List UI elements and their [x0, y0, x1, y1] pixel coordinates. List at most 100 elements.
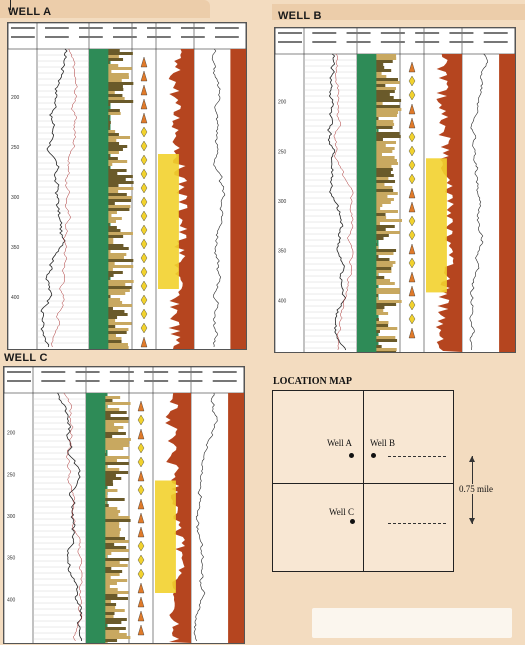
sand-symbol — [408, 117, 416, 129]
lithology-bar — [105, 510, 121, 513]
depth-label: 200 — [11, 95, 20, 101]
lithology-bar — [376, 327, 398, 330]
lithology-bar — [108, 169, 127, 172]
lithology-bar — [376, 117, 379, 120]
sand-symbol — [137, 512, 145, 524]
lithology-bar — [105, 540, 129, 543]
header-text-mark — [75, 371, 100, 373]
diamond-symbol — [137, 456, 145, 468]
diamond-symbol — [137, 568, 145, 580]
lithology-bar — [376, 105, 400, 108]
lithology-bar — [108, 127, 110, 130]
depth-label: 350 — [7, 556, 16, 562]
header-text-mark — [41, 380, 66, 382]
lithology-bar — [108, 103, 111, 106]
diamond-symbol — [408, 229, 416, 241]
header-text-mark — [41, 371, 66, 373]
lithology-bar — [105, 582, 117, 585]
lithology-bar — [376, 267, 392, 270]
sand-symbol — [137, 610, 145, 622]
diamond-symbol — [140, 322, 148, 334]
lithology-bar — [376, 135, 401, 138]
diamond-symbol — [408, 131, 416, 143]
lithology-bar — [105, 444, 130, 447]
lithology-bar — [376, 87, 396, 90]
sand-symbol — [408, 103, 416, 115]
lithology-bar — [376, 324, 389, 327]
lithology-bar — [105, 504, 109, 507]
lithology-bar — [105, 573, 120, 576]
lithology-bar — [108, 340, 122, 343]
lithology-bar — [108, 184, 119, 187]
lithology-bar — [376, 318, 379, 321]
lithology-bar — [105, 591, 129, 594]
lithology-bar — [376, 264, 393, 267]
lithology-bar — [108, 280, 134, 283]
diamond-symbol — [140, 224, 148, 236]
lithology-bar — [376, 219, 402, 222]
lithology-bar — [105, 414, 111, 417]
lithology-bar — [108, 244, 124, 247]
lithology-bar — [105, 501, 107, 504]
depth-label: 400 — [7, 597, 16, 603]
lithology-bar — [105, 513, 119, 516]
header-text-mark — [109, 380, 134, 382]
lithology-bar — [105, 441, 129, 444]
lithology-bar — [108, 61, 110, 64]
paper-scrap — [312, 608, 512, 638]
map-label-well-b: Well B — [370, 438, 396, 448]
lithology-bar — [108, 223, 110, 226]
lithology-bar — [108, 118, 110, 121]
lithology-bar — [376, 90, 395, 93]
lithology-bar — [108, 148, 123, 151]
lithology-bar — [376, 78, 399, 81]
lithology-bar — [108, 286, 132, 289]
header-text-mark — [113, 36, 137, 38]
map-section-line-vertical — [363, 391, 364, 571]
lithology-bar — [108, 289, 130, 292]
folder-tab-right — [272, 4, 525, 20]
lithology-bar — [108, 52, 133, 55]
resistivity-curve-red — [333, 53, 354, 351]
lithology-bar — [376, 192, 398, 195]
lithology-bar — [376, 57, 397, 60]
diamond-symbol — [137, 414, 145, 426]
header-text-mark — [415, 41, 440, 43]
dimension-line-bottom — [388, 523, 446, 524]
conductivity-red-fill — [168, 49, 194, 349]
header-text-mark — [346, 32, 371, 34]
diamond-symbol — [408, 159, 416, 171]
lithology-bar — [376, 126, 393, 129]
header-text-mark — [449, 41, 474, 43]
lithology-bar — [376, 186, 393, 189]
lithology-bar — [376, 249, 397, 252]
lithology-bar — [376, 306, 385, 309]
lithology-bar — [108, 151, 119, 154]
lithology-bar — [108, 259, 134, 262]
lithology-bar — [108, 76, 129, 79]
header-text-mark — [113, 27, 137, 29]
lithology-bar — [376, 144, 386, 147]
header-text-mark — [178, 380, 203, 382]
lithology-bar — [105, 564, 128, 567]
lithology-bar — [105, 633, 127, 636]
lithology-bar — [376, 123, 395, 126]
lithology-bar — [108, 277, 110, 280]
conductivity-yellow-fill — [426, 158, 447, 293]
lithology-bar — [376, 213, 386, 216]
lithology-bar — [105, 447, 124, 450]
lithology-bar — [108, 262, 115, 265]
header-text-mark — [380, 32, 405, 34]
lithology-bar — [108, 157, 118, 160]
lithology-bar — [108, 55, 119, 58]
depth-label: 300 — [11, 195, 20, 201]
resistivity-curve-red — [63, 392, 83, 642]
header-text-mark — [181, 27, 205, 29]
lithology-bar — [376, 120, 394, 123]
sand-symbol — [140, 84, 148, 96]
lithology-bar — [108, 238, 114, 241]
lithology-bar — [108, 112, 121, 115]
diamond-symbol — [137, 442, 145, 454]
